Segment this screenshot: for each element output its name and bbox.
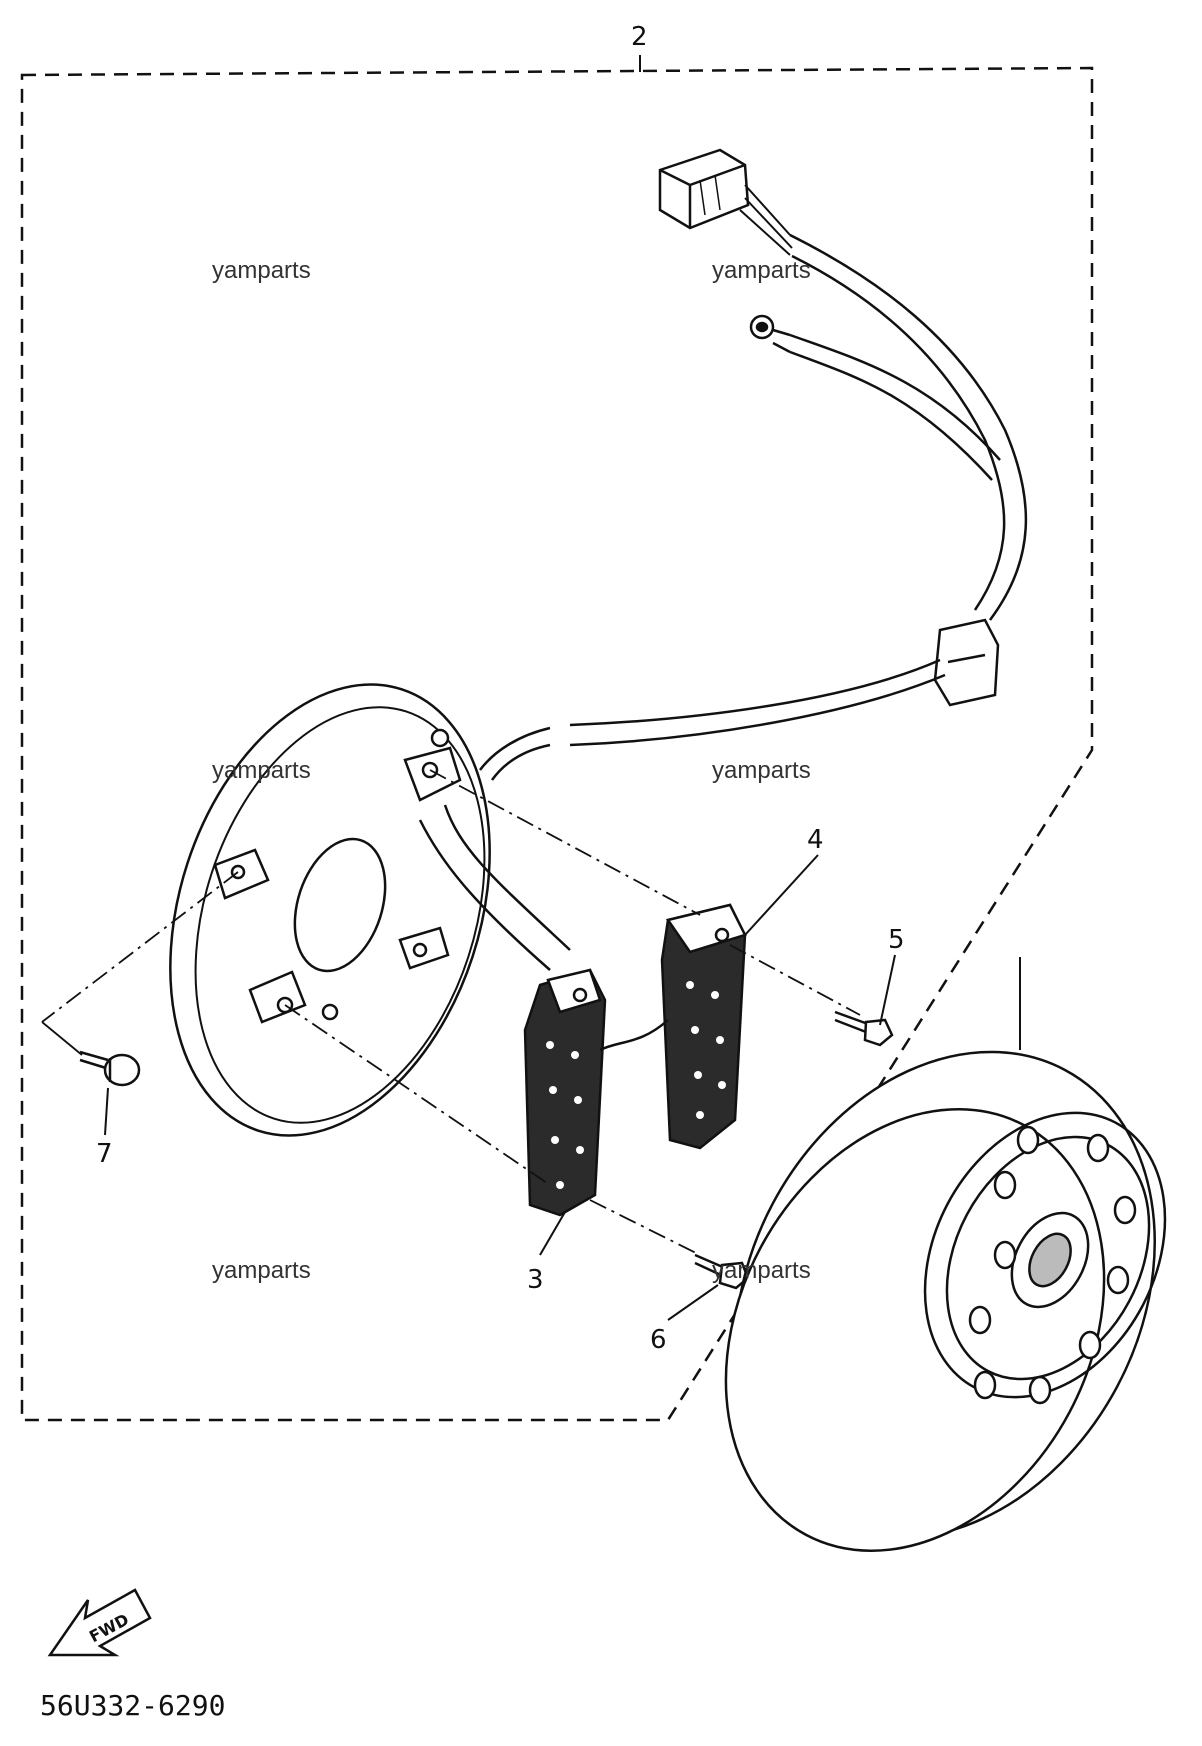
watermark: yamparts bbox=[712, 257, 811, 284]
callout-5: 5 bbox=[888, 925, 905, 955]
harness-connector bbox=[658, 148, 793, 256]
stator-plate bbox=[169, 683, 571, 1137]
watermark: yamparts bbox=[212, 1257, 311, 1284]
callout-7: 7 bbox=[96, 1139, 113, 1169]
wire-harness bbox=[479, 148, 1028, 781]
watermark: yamparts bbox=[212, 257, 311, 284]
callout-2: 2 bbox=[631, 22, 648, 52]
watermark: yamparts bbox=[712, 1257, 811, 1284]
coil-4 bbox=[660, 903, 747, 1150]
screw-6 bbox=[694, 1253, 750, 1290]
coil-3 bbox=[523, 968, 669, 1217]
watermark: yamparts bbox=[712, 757, 811, 784]
harness-clamp bbox=[933, 618, 1000, 707]
callout-3: 3 bbox=[527, 1265, 544, 1295]
callout-4: 4 bbox=[807, 825, 824, 855]
fwd-arrow-icon: FWD bbox=[47, 1588, 152, 1657]
callout-leaders bbox=[104, 854, 896, 1321]
watermark: yamparts bbox=[212, 757, 311, 784]
screw-7 bbox=[79, 1050, 141, 1087]
flywheel-holes bbox=[968, 1125, 1137, 1405]
stator-center-hole bbox=[293, 837, 387, 973]
alignment-lines bbox=[41, 769, 861, 1256]
callout-6: 6 bbox=[650, 1325, 667, 1355]
flywheel-rotor bbox=[724, 1050, 1167, 1552]
screw-5 bbox=[834, 1010, 894, 1047]
drawing-code: 56U332-6290 bbox=[40, 1689, 225, 1722]
